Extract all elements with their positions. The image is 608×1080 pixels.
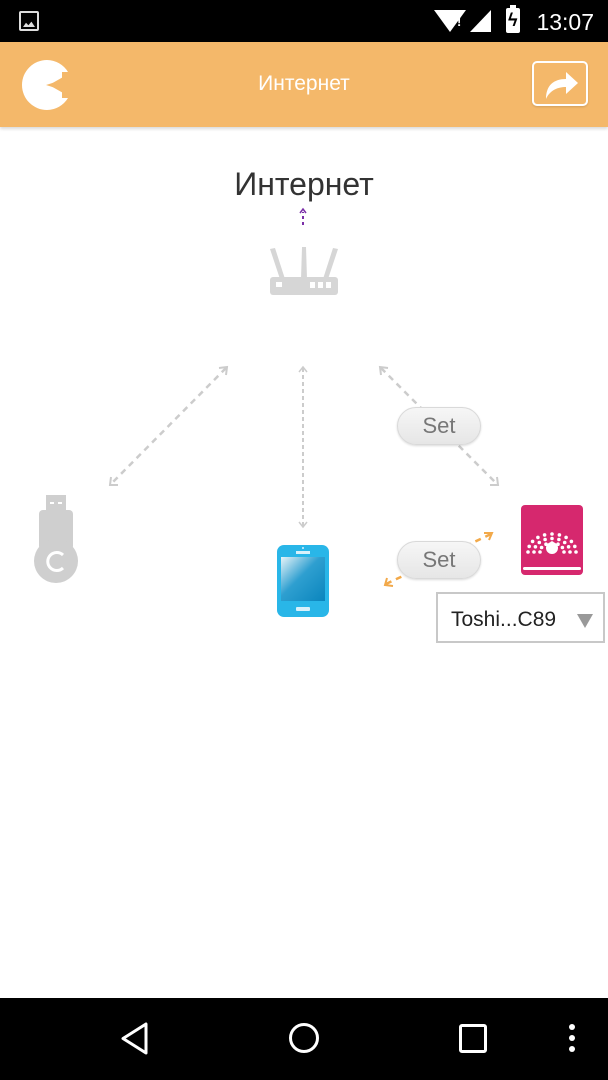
chromecast-node[interactable] [32,493,80,583]
link-router-internet [299,207,307,225]
back-nav-icon [121,1022,148,1055]
device-select-value: Toshi...C89 [451,608,557,631]
signal-dot [564,535,568,540]
share-button[interactable] [532,61,588,106]
signal-dot [550,532,554,536]
signal-alert-icon [470,10,491,32]
wireless-display-node[interactable] [520,504,584,576]
nav-recents-button[interactable] [451,1016,495,1060]
internet-label: Интернет [234,166,374,202]
link-router-chromecast [108,365,229,486]
app-bar: Интернет [0,42,608,127]
wireless-display-icon [521,505,583,575]
wifi-alert-mark-icon: ! [457,14,462,29]
gallery-notification-icon [19,11,39,31]
signal-dot [556,542,560,546]
signal-dot [574,550,578,554]
set-button-phone-tv[interactable]: Set [397,541,481,579]
signal-dot [538,550,542,554]
nav-home-button[interactable] [282,1016,326,1060]
status-bar: ! ! 13:07 [0,0,608,42]
home-nav-icon [289,1023,319,1053]
signal-dot [530,539,535,544]
set-button-router-tv[interactable]: Set [397,407,481,445]
dropdown-arrow-icon [577,614,593,628]
signal-dot [539,545,544,550]
signal-dot [550,536,554,541]
signal-dot [557,533,562,537]
signal-dot [537,540,542,545]
nav-overflow-menu-button[interactable] [552,1016,592,1060]
signal-dot [536,535,540,540]
battery-charging-icon [506,5,520,33]
link-router-phone [298,365,308,529]
status-clock: 13:07 [536,9,594,35]
signal-alert-mark-icon: ! [485,14,490,29]
recents-nav-icon [459,1024,487,1053]
smartphone-icon [277,545,329,617]
signal-dot [543,537,547,542]
signal-dot [532,550,536,554]
signal-dot [544,542,548,546]
signal-dot [569,539,574,544]
app-title: Интернет [258,72,350,95]
signal-dot [526,550,530,554]
signal-dot [542,533,547,537]
signal-dot [568,550,572,554]
phone-node[interactable] [276,544,330,618]
router-icon [270,247,338,295]
signal-dot [527,544,531,549]
signal-dot [560,545,565,550]
nav-back-button[interactable] [115,1016,159,1060]
back-button[interactable] [22,60,72,110]
wifi-alert-icon [434,10,466,32]
signal-dot [550,541,554,545]
navigation-bar [0,998,608,1080]
menu-overflow-icon [569,1024,575,1052]
signal-dot [562,550,566,554]
router-node[interactable] [268,245,340,297]
signal-dot [557,537,561,542]
chromecast-dongle-icon [34,495,78,583]
share-icon [546,72,578,99]
back-icon [22,60,72,110]
signal-dot [573,544,577,549]
signal-dot [566,545,571,549]
signal-dot [533,545,538,549]
device-select[interactable]: Toshi...C89 [436,592,605,643]
signal-dot [562,540,567,545]
